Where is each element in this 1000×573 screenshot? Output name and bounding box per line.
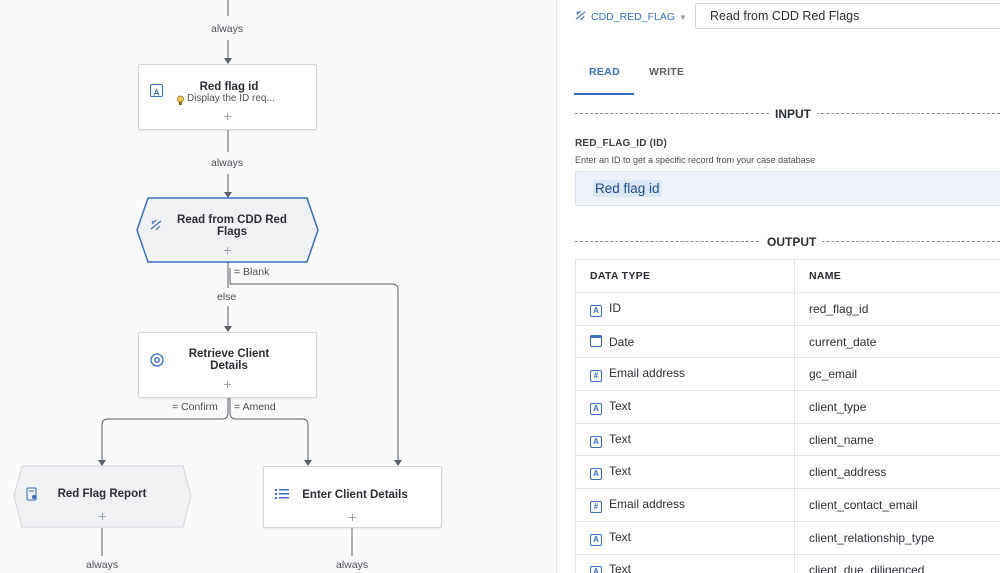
data-type: Text (609, 529, 632, 544)
calendar-icon (590, 334, 602, 347)
node-red-flag-id[interactable]: Red flag id Display the ID req... + (138, 64, 317, 130)
field-help-text: Enter an ID to get a specific record fro… (575, 155, 816, 165)
column-header-data-type: DATA TYPE (575, 259, 795, 293)
edge-label-always: always (211, 157, 244, 169)
data-type: Text (609, 398, 632, 413)
field-name: gc_email (794, 357, 1000, 392)
input-section-divider: INPUT (575, 107, 1000, 121)
text-type-icon: A (590, 468, 602, 481)
add-step-icon[interactable]: + (223, 242, 232, 258)
hash-type-icon: # (590, 500, 602, 513)
text-type-icon: A (590, 435, 602, 448)
field-name: current_date (794, 324, 1000, 359)
node-red-flag-report-shape (13, 465, 192, 528)
table-row[interactable]: Date current_date (575, 324, 1000, 359)
field-name: client_type (794, 390, 1000, 424)
text-type-icon: A (590, 304, 602, 317)
data-type: ID (609, 300, 621, 315)
red-flag-id-field[interactable]: Red flag id (575, 171, 1000, 206)
report-icon (26, 487, 38, 506)
edge-label-amend: = Amend (234, 401, 276, 413)
data-type: Date (609, 334, 635, 349)
input-section-title: INPUT (769, 107, 817, 121)
output-section-title: OUTPUT (761, 235, 823, 249)
data-source-name: CDD_RED_FLAG (591, 11, 676, 23)
step-properties-panel: CDD_RED_FLAG ▼ Read from CDD Red Flags R… (556, 0, 1000, 573)
field-name: red_flag_id (794, 292, 1000, 326)
field-name: client_due_diligenced (794, 553, 1000, 573)
node-retrieve-client[interactable]: Retrieve Client Details + (138, 332, 317, 398)
node-title: Read from CDD Red Flags (177, 214, 287, 238)
data-type: Email address (609, 366, 686, 381)
field-name: client_name (794, 422, 1000, 457)
node-title: Red Flag Report (57, 488, 147, 500)
tab-read[interactable]: READ (589, 66, 620, 78)
text-type-icon: A (590, 533, 602, 546)
node-title: Enter Client Details (302, 489, 408, 501)
table-row[interactable]: A Text client_address (575, 455, 1000, 490)
table-row[interactable]: # Email address gc_email (575, 357, 1000, 392)
field-name: client_contact_email (794, 488, 1000, 522)
field-name: client_relationship_type (794, 520, 1000, 555)
data-type: Email address (609, 496, 686, 511)
field-name: client_address (794, 455, 1000, 490)
add-step-icon[interactable]: + (98, 508, 107, 524)
edge-label-blank: = Blank (234, 266, 270, 278)
active-tab-indicator (574, 93, 634, 95)
hash-type-icon: # (590, 370, 602, 383)
data-type: Text (609, 464, 632, 479)
column-header-name: NAME (794, 259, 1000, 293)
node-subtitle: Display the ID req... (187, 93, 275, 104)
variable-chip[interactable]: Red flag id (593, 180, 662, 197)
edge-label-else: else (217, 291, 237, 303)
add-step-icon[interactable]: + (223, 108, 232, 124)
text-type-icon: A (590, 566, 602, 573)
data-read-icon (149, 218, 163, 237)
target-icon (150, 353, 164, 372)
table-row[interactable]: # Email address client_contact_email (575, 488, 1000, 522)
step-name-input[interactable]: Read from CDD Red Flags (695, 3, 1000, 29)
edge-label-always: always (211, 23, 244, 35)
node-read-cdd-shape (136, 197, 319, 263)
field-label: RED_FLAG_ID (ID) (575, 138, 668, 149)
table-row[interactable]: A ID red_flag_id (575, 292, 1000, 326)
node-enter-client[interactable]: Enter Client Details + (263, 466, 442, 528)
edge-label-always: always (86, 559, 119, 571)
table-row[interactable]: A Text client_relationship_type (575, 520, 1000, 555)
output-section-divider: OUTPUT (575, 235, 1000, 249)
lightbulb-icon (176, 93, 185, 111)
connector-lines (98, 0, 402, 556)
node-title: Red flag id (199, 81, 259, 93)
table-row[interactable]: A Text client_name (575, 422, 1000, 457)
output-table: DATA TYPE NAME A ID red_flag_id Date curr… (575, 259, 1000, 573)
data-read-icon (574, 9, 587, 25)
node-read-cdd[interactable]: Read from CDD Red Flags + (136, 197, 319, 263)
add-step-icon[interactable]: + (348, 509, 357, 525)
add-step-icon[interactable]: + (223, 376, 232, 392)
data-source-selector[interactable]: CDD_RED_FLAG ▼ (574, 9, 687, 25)
table-row[interactable]: A Text client_due_diligenced (575, 553, 1000, 573)
workflow-canvas[interactable]: always always = Blank else = Confirm = A… (0, 0, 556, 573)
tab-write[interactable]: WRITE (649, 66, 685, 78)
edge-label-always: always (336, 559, 369, 571)
text-type-icon: A (590, 402, 602, 415)
text-field-icon (150, 84, 163, 97)
list-icon (275, 487, 289, 505)
edge-label-confirm: = Confirm (172, 401, 218, 413)
data-type: Text (609, 562, 632, 573)
table-row[interactable]: A Text client_type (575, 390, 1000, 424)
data-type: Text (609, 431, 632, 446)
node-title: Retrieve Client Details (188, 348, 270, 372)
chevron-down-icon: ▼ (679, 12, 687, 22)
node-red-flag-report[interactable]: Red Flag Report + (13, 465, 192, 528)
